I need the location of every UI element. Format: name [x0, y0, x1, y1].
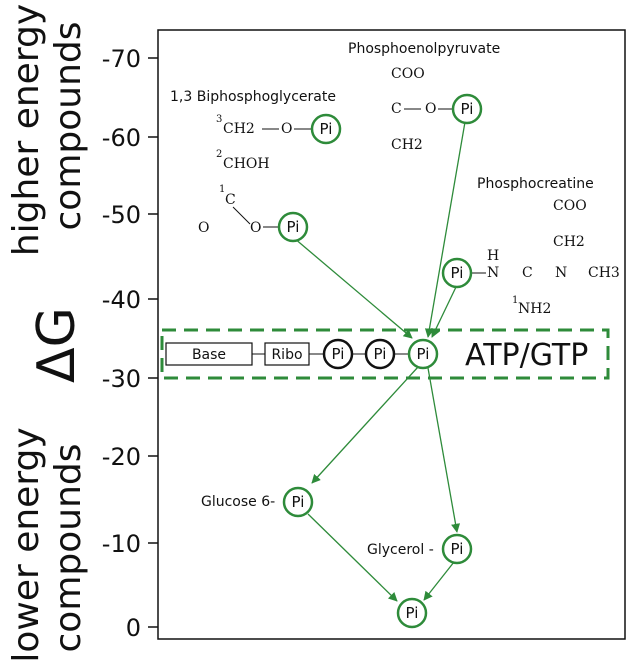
pcr-ch3: CH3 [588, 265, 620, 281]
pi-label: Pi [451, 540, 464, 558]
transfer-arrows [293, 121, 466, 602]
y-axis: -70 -60 -50 -40 -30 -20 -10 0 [102, 45, 158, 642]
tick-label: -70 [102, 45, 141, 73]
pi-label: Pi [417, 345, 430, 363]
bpg-structure: 1,3 Biphosphoglycerate 3 CH2 O 2 CHOH 1 … [170, 89, 336, 236]
pi-label: Pi [451, 264, 464, 282]
tick-label: -30 [102, 365, 141, 393]
glycerol-phosphate [441, 533, 473, 565]
lower-label-line2: compounds [48, 443, 89, 652]
pep-phosphate [451, 93, 483, 125]
tick-label: -50 [102, 201, 141, 229]
pcr-c: C [522, 265, 533, 281]
pep-coo: COO [391, 66, 425, 82]
base-label: Base [192, 347, 226, 363]
free-phosphate [396, 597, 428, 629]
bpg-c1-number: 1 [219, 184, 225, 195]
bpg-phosphate-3 [310, 113, 342, 145]
pcr-ch2: CH2 [553, 234, 585, 250]
bpg-o1: O [281, 121, 292, 137]
plot-frame [157, 29, 626, 640]
phosphate-groups: Pi Pi Pi Pi Pi Pi Pi [277, 93, 483, 629]
atp-gtp-label: ATP/GTP [465, 338, 588, 373]
pcr-n2: N [555, 265, 567, 281]
pcr-phosphate [441, 257, 473, 289]
arrow-atp-to-glycerol [427, 367, 461, 533]
bpg-phosphate-1 [277, 211, 309, 243]
arrow-atp-to-glucose [311, 366, 419, 484]
pi-label: Pi [406, 604, 419, 622]
upper-label-line1: higher energy [6, 4, 47, 256]
arrow-bpg-to-atp [293, 237, 413, 339]
pcr-h: H [487, 248, 499, 264]
tick-label: -10 [102, 530, 141, 558]
bpg-o2: O [250, 220, 261, 236]
pep-o: O [425, 101, 436, 117]
pcr-nh2: NH2 [518, 301, 551, 317]
pep-ch2: CH2 [391, 137, 423, 153]
glucose-phosphate [282, 486, 314, 518]
tick-label: -40 [102, 286, 141, 314]
delta-g-symbol: ΔG [27, 307, 87, 383]
bpg-chohh: CHOH [223, 156, 270, 172]
arrow-glucose-to-pi [307, 513, 398, 602]
tick-label: -60 [102, 124, 141, 152]
pi-label: Pi [374, 345, 387, 363]
pi-label: Pi [287, 218, 300, 236]
pi-label: Pi [332, 345, 345, 363]
bpg-o-left: O [198, 220, 209, 236]
pi-label: Pi [320, 120, 333, 138]
atp-molecule: Base Ribo Pi Pi Pi ATP/GTP [165, 338, 588, 373]
tick-label: -20 [102, 443, 141, 471]
glycerol-label: Glycerol - [367, 542, 434, 558]
pcr-nh2-number: 1 [512, 295, 518, 306]
pi-label: Pi [461, 100, 474, 118]
tick-label: 0 [126, 614, 141, 642]
bond [232, 206, 251, 225]
bpg-title: 1,3 Biphosphoglycerate [170, 89, 336, 105]
pcr-coo: COO [553, 198, 587, 214]
upper-label-line2: compounds [48, 21, 89, 230]
pcr-n1: N [487, 265, 499, 281]
bpg-ch2: CH2 [223, 121, 255, 137]
pep-title: Phosphoenolpyruvate [348, 41, 500, 57]
bpg-c3-number: 3 [216, 114, 222, 125]
arrow-pcr-to-atp [431, 286, 457, 338]
pcr-structure: Phosphocreatine COO CH2 H N C N CH3 1 NH… [472, 176, 620, 317]
glucose-label: Glucose 6- [201, 494, 275, 510]
pi-label: Pi [292, 493, 305, 511]
pep-structure: Phosphoenolpyruvate COO C O CH2 [348, 41, 500, 153]
arrow-glycerol-to-pi [423, 561, 455, 601]
ribo-label: Ribo [271, 347, 302, 363]
arrow-pep-to-atp [424, 121, 466, 338]
lower-label-line1: lower energy [6, 427, 47, 662]
bpg-c1: C [225, 192, 236, 208]
pep-c: C [391, 101, 402, 117]
phosphate-gamma [407, 338, 439, 370]
atp-gtp-box [160, 328, 610, 380]
pcr-title: Phosphocreatine [477, 176, 594, 192]
bpg-c2-number: 2 [216, 149, 222, 160]
